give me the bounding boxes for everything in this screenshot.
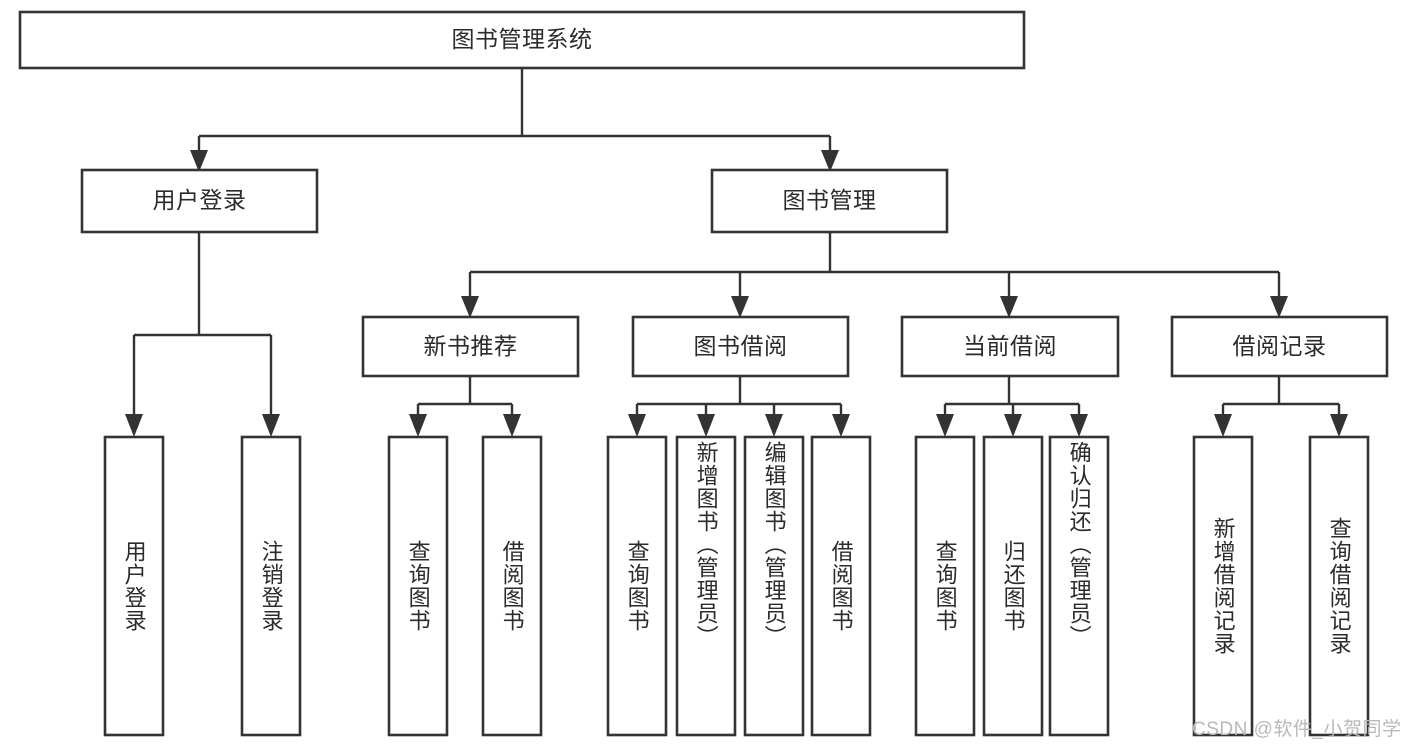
edge-group-borrow — [628, 376, 850, 437]
node-box-root[interactable] — [18, 10, 1026, 70]
arrow-newbook-to-borrow — [503, 414, 521, 437]
arrow-newbook-to-query — [409, 414, 427, 437]
arrow-record-to-query — [1330, 414, 1348, 437]
arrow-book-to-borrow — [731, 296, 749, 318]
node-box-book-management[interactable] — [710, 168, 949, 234]
arrow-current-to-return — [1004, 414, 1022, 437]
arrow-user-to-login — [125, 414, 143, 437]
arrow-root-to-user-login — [190, 150, 208, 172]
edge-current-bus — [943, 376, 1081, 418]
node-box-leaf-record-add[interactable] — [1192, 435, 1254, 737]
edge-borrow-bus — [635, 376, 843, 418]
arrow-borrow-to-query — [628, 414, 646, 437]
arrow-borrow-to-add — [697, 414, 715, 437]
node-box-leaf-borrow-lend-book[interactable] — [810, 435, 872, 737]
node-box-leaf-new-query-book[interactable] — [387, 435, 449, 737]
edge-book-bus — [468, 232, 1281, 298]
node-box-leaf-record-query[interactable] — [1308, 435, 1370, 737]
edge-group-root — [190, 68, 839, 172]
edge-group-record — [1214, 376, 1348, 437]
edge-group-book-mgmt — [461, 232, 1288, 318]
node-box-book-borrow[interactable] — [631, 315, 850, 378]
edge-group-newbook — [409, 376, 521, 437]
node-box-leaf-user-login[interactable] — [103, 435, 165, 737]
edge-group-current — [936, 376, 1088, 437]
edge-user-bus — [132, 232, 273, 418]
arrow-borrow-to-edit — [765, 414, 783, 437]
node-box-leaf-new-borrow-book[interactable] — [481, 435, 543, 737]
node-box-current-borrow[interactable] — [900, 315, 1120, 378]
edge-record-bus — [1221, 376, 1341, 418]
arrow-book-to-newbook — [461, 296, 479, 318]
arrow-user-to-logout — [262, 414, 280, 437]
arrow-borrow-to-lend — [832, 414, 850, 437]
node-box-leaf-current-query-book[interactable] — [914, 435, 976, 737]
node-box-leaf-borrow-edit-book[interactable] — [743, 435, 805, 737]
node-box-borrow-record[interactable] — [1170, 315, 1389, 378]
edge-root-bus — [197, 68, 832, 152]
arrow-current-to-confirm — [1070, 414, 1088, 437]
arrow-book-to-current — [1000, 296, 1018, 318]
node-box-leaf-current-return-book[interactable] — [982, 435, 1044, 737]
arrow-book-to-record — [1270, 296, 1288, 318]
arrow-record-to-add — [1214, 414, 1232, 437]
node-box-leaf-borrow-query-book[interactable] — [606, 435, 668, 737]
arrow-current-to-query — [936, 414, 954, 437]
node-box-user-login[interactable] — [80, 168, 319, 234]
edge-newbook-bus — [416, 376, 514, 418]
node-box-leaf-user-logout[interactable] — [240, 435, 302, 737]
arrow-root-to-book-mgmt — [821, 150, 839, 172]
node-box-new-book-recommend[interactable] — [361, 315, 580, 378]
node-box-leaf-current-confirm-return[interactable] — [1048, 435, 1110, 737]
edge-group-user-login — [125, 232, 280, 437]
node-box-leaf-borrow-add-book[interactable] — [675, 435, 737, 737]
